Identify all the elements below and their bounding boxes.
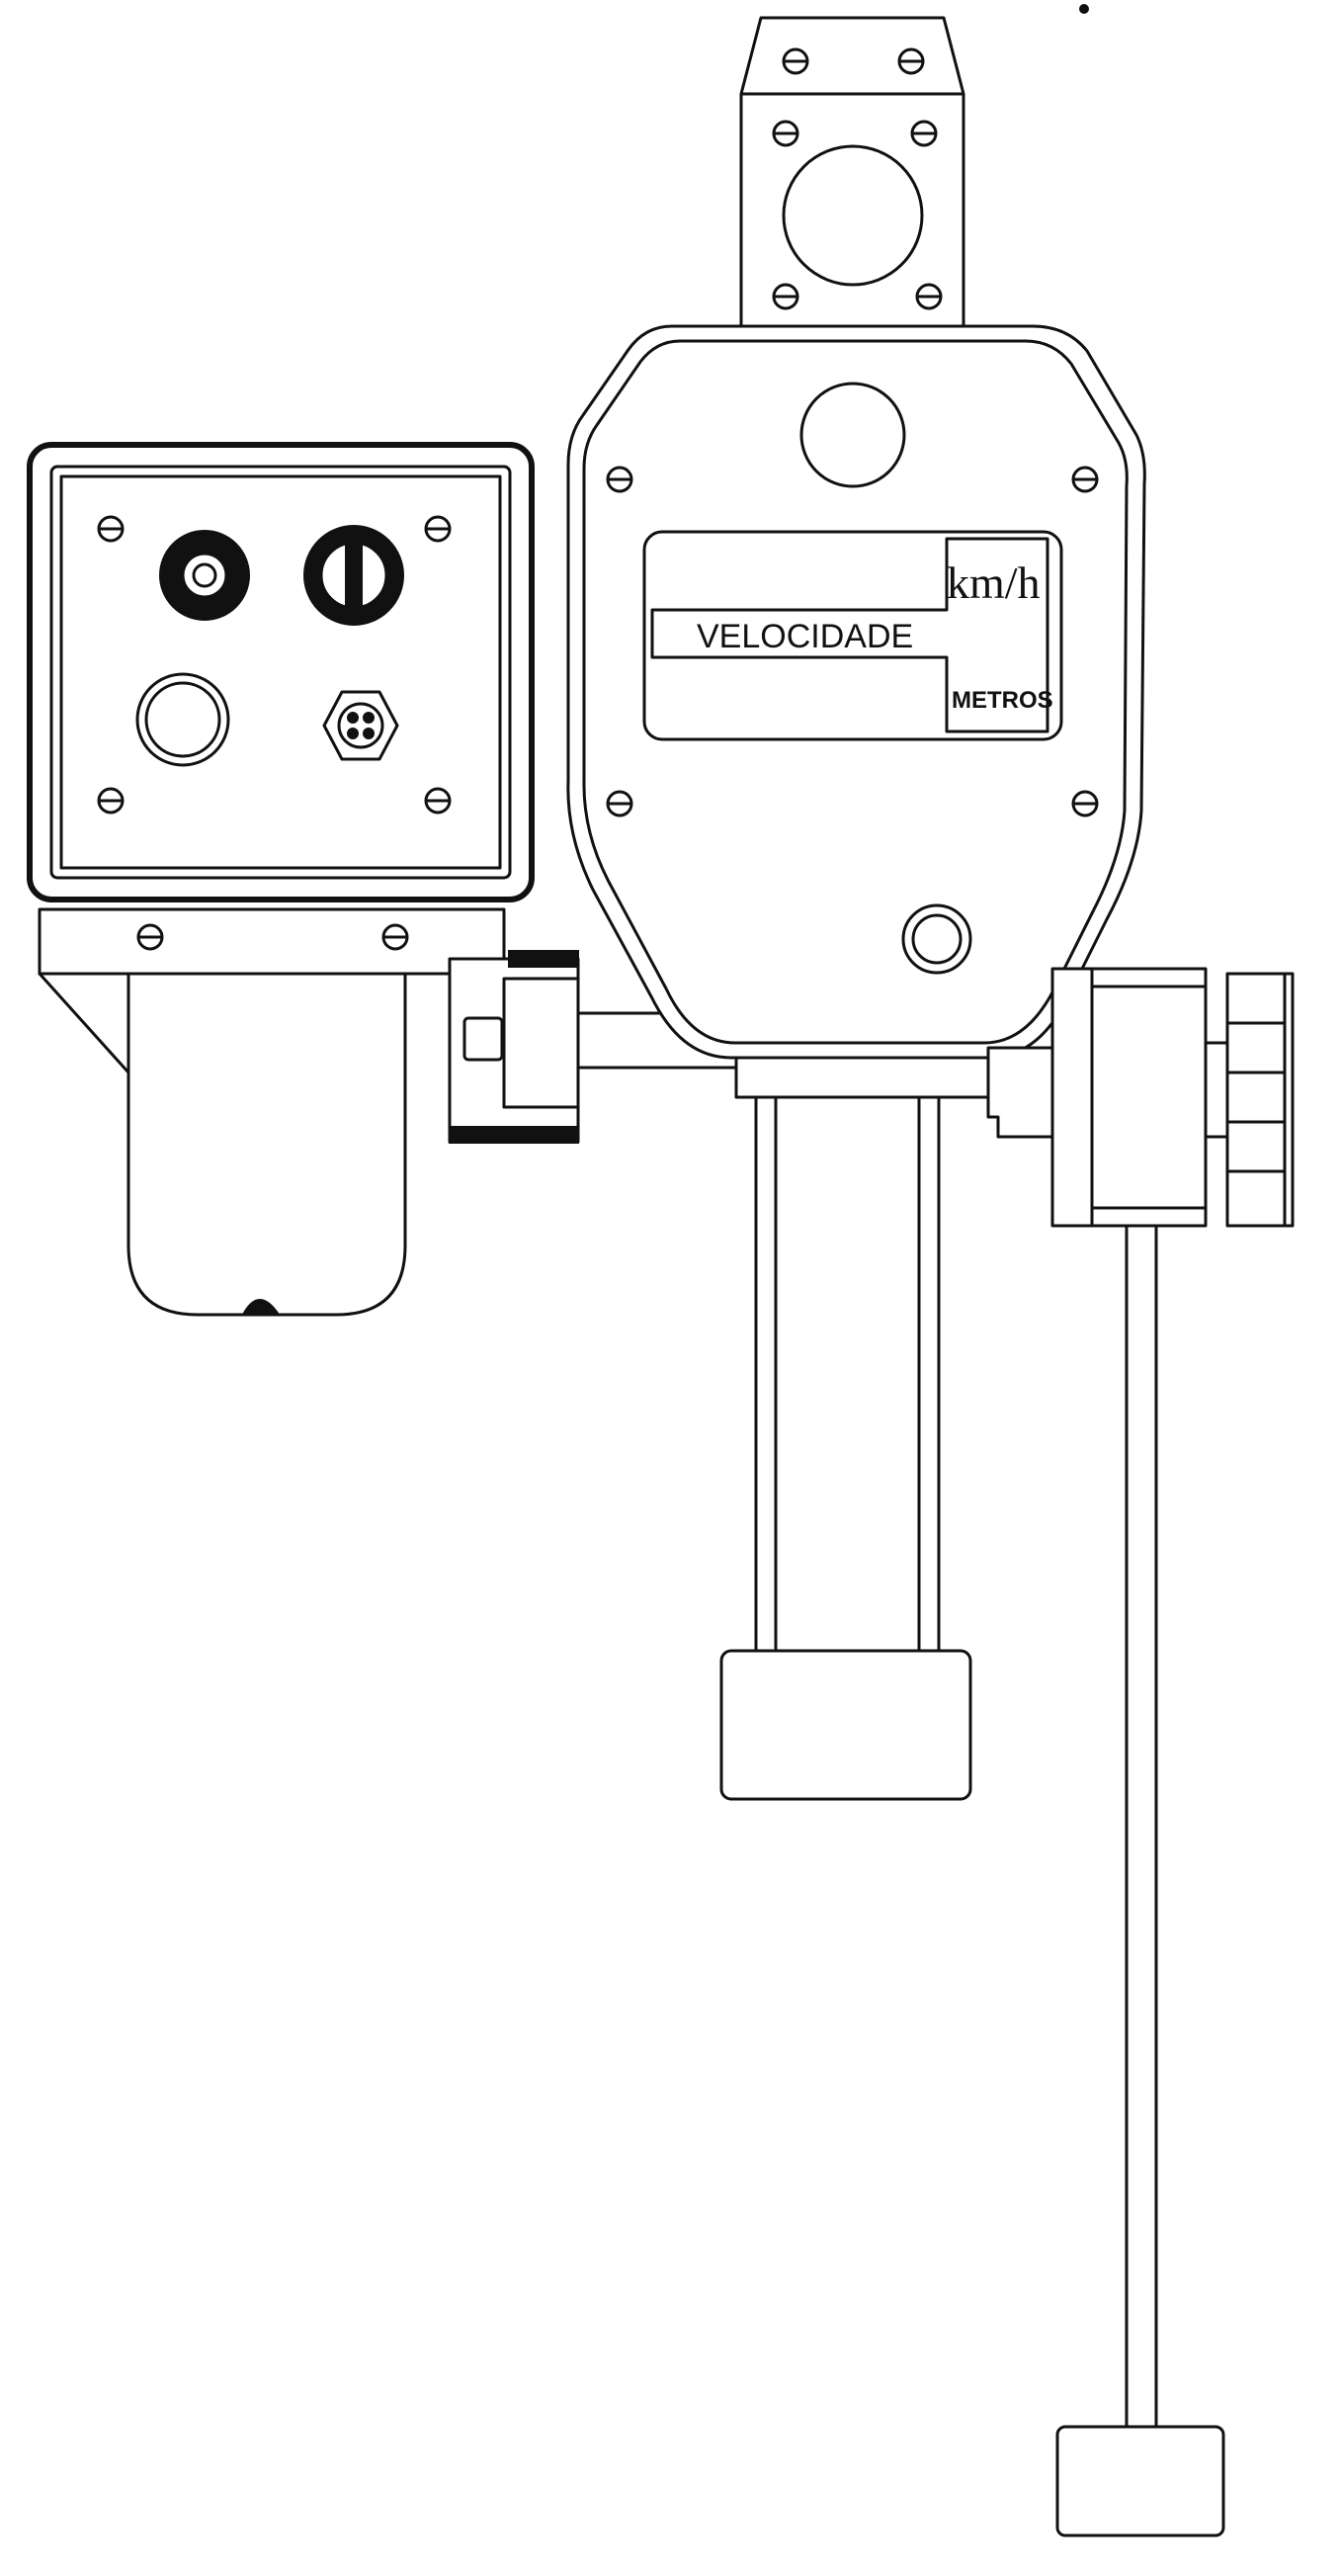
- mounting-hole: [782, 144, 924, 287]
- control-box-housing: [126, 972, 407, 1317]
- adjustment-knob-icon: [1225, 972, 1295, 1228]
- speed-unit: km/h: [947, 558, 1041, 608]
- display-panel: VELOCIDADE km/h METROS: [642, 530, 1063, 741]
- probe-rod: [1055, 1224, 1225, 2537]
- probe-end-weight: [1055, 2425, 1225, 2537]
- control-box: [27, 442, 535, 1317]
- shaft-end-cap: [719, 1649, 972, 1801]
- push-button-icon: [135, 672, 230, 767]
- ink-speck: [1079, 4, 1089, 14]
- mounting-bracket: [739, 16, 965, 328]
- rotary-switch-icon: [303, 525, 404, 626]
- distance-label: METROS: [952, 687, 1053, 714]
- speed-label: VELOCIDADE: [697, 618, 913, 655]
- left-coupling: [448, 950, 743, 1144]
- housing-screws: [606, 466, 1099, 817]
- right-clamp: [986, 967, 1229, 1228]
- indicator-lamp-icon: [159, 530, 250, 621]
- main-housing: VELOCIDADE km/h METROS: [566, 324, 1146, 1060]
- bracket-screws: [772, 47, 943, 310]
- connector-socket-icon: [322, 690, 399, 761]
- top-port: [799, 382, 906, 488]
- main-shaft: [719, 1046, 1000, 1801]
- control-box-screws: [97, 515, 452, 815]
